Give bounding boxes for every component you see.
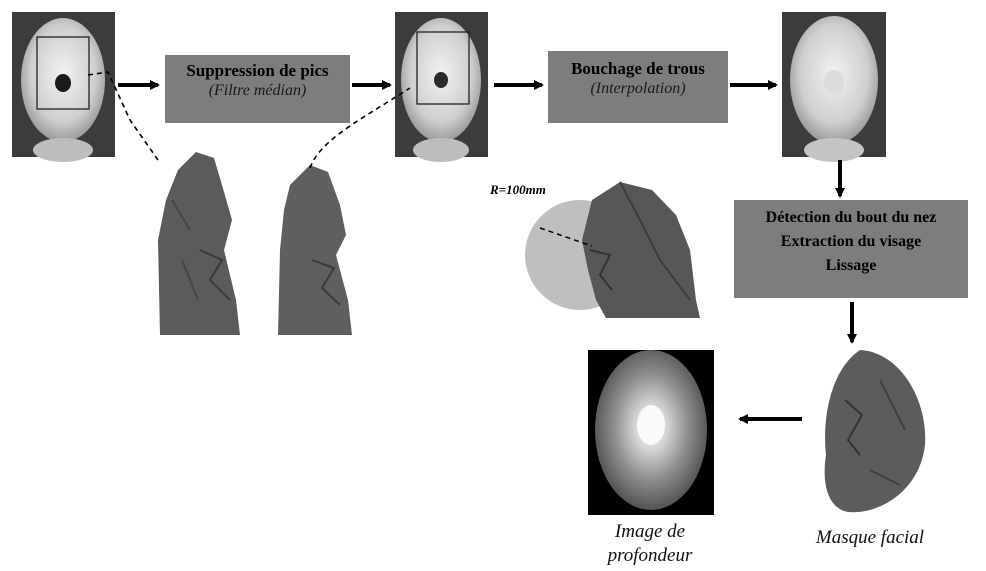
face-scan-filled xyxy=(782,12,886,162)
profile-mesh-filtered xyxy=(278,165,352,335)
step-nose-tip-detection: Détection du bout du nez Extraction du v… xyxy=(734,200,968,298)
step-hole-filling-title: Bouchage de trous xyxy=(548,59,728,79)
caption-depth-image-line2: profondeur xyxy=(580,544,720,568)
facial-mask-3d xyxy=(825,350,926,512)
caption-facial-mask: Masque facial xyxy=(790,526,950,550)
depth-image xyxy=(588,350,714,515)
step-spike-removal-subtitle: (Filtre médian) xyxy=(165,81,350,101)
caption-depth-image-line1: Image de xyxy=(580,520,720,544)
step-nose-tip-line1: Détection du bout du nez xyxy=(734,208,968,228)
profile-mesh-noisy xyxy=(158,152,240,335)
face-scan-filtered xyxy=(395,12,488,162)
step-hole-filling-subtitle: (Interpolation) xyxy=(548,79,728,99)
step-spike-removal: Suppression de pics (Filtre médian) xyxy=(165,55,350,123)
head-sphere-crop xyxy=(525,182,700,318)
step-spike-removal-title: Suppression de pics xyxy=(165,61,350,81)
step-nose-tip-line3: Lissage xyxy=(734,256,968,276)
step-hole-filling: Bouchage de trous (Interpolation) xyxy=(548,51,728,123)
face-scan-raw xyxy=(12,12,115,162)
radius-label: R=100mm xyxy=(490,182,546,198)
step-nose-tip-line2: Extraction du visage xyxy=(734,232,968,252)
